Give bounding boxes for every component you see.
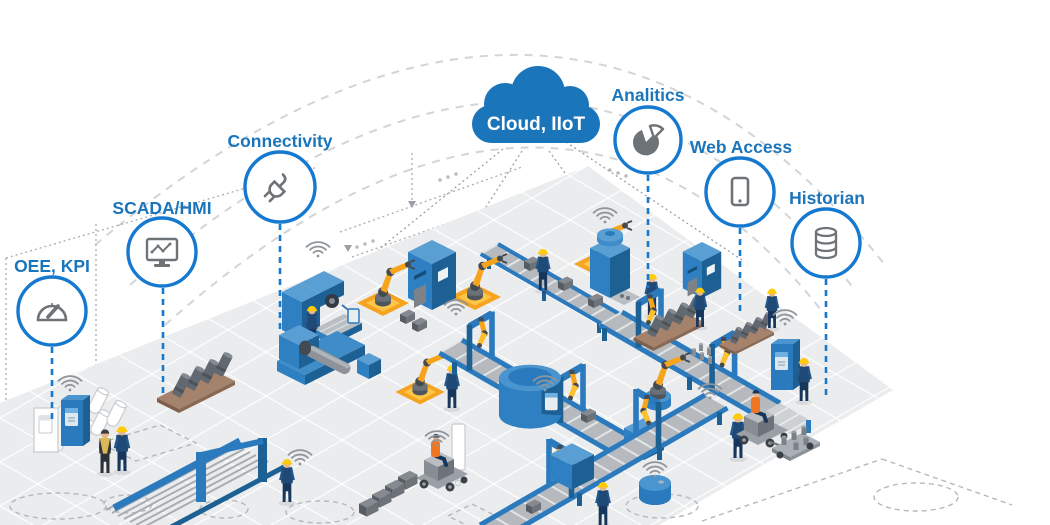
control-kiosk — [770, 338, 801, 391]
node-analytics: Analitics — [612, 85, 685, 175]
node-label: Connectivity — [227, 131, 332, 151]
gauge-icon — [36, 303, 68, 322]
inspection-station — [639, 475, 671, 505]
gantry-crane — [105, 437, 286, 525]
database-icon — [814, 226, 838, 260]
cloud: Cloud, IIoT — [472, 66, 600, 143]
machining-center — [408, 240, 456, 310]
smartphone-icon — [730, 176, 750, 207]
node-drop-links — [50, 175, 828, 424]
plug-icon — [263, 173, 287, 203]
node-historian: Historian — [789, 188, 865, 279]
monitor-chart-icon — [145, 237, 179, 267]
pie-chart-icon — [632, 124, 665, 156]
main-conveyor — [478, 389, 729, 525]
node-label: Historian — [789, 188, 865, 208]
node-label: Web Access — [690, 137, 792, 157]
guide-arrows — [344, 201, 416, 252]
small-parts — [692, 343, 712, 364]
orbit-arc — [94, 54, 886, 266]
wifi-icon — [305, 241, 331, 259]
control-kiosk — [60, 394, 91, 447]
node-label: OEE, KPI — [14, 256, 90, 276]
node-connectivity: Connectivity — [227, 131, 333, 224]
storage-tank — [498, 364, 562, 429]
node-scada-hmi: SCADA/HMI — [112, 198, 212, 288]
cloud-shape — [472, 66, 600, 143]
node-web-access: Web Access — [690, 137, 792, 228]
node-oee-kpi: OEE, KPI — [14, 256, 90, 347]
node-label: SCADA/HMI — [112, 198, 211, 218]
orbit-arc — [164, 146, 826, 326]
guide-dots — [355, 168, 628, 249]
planned-cabinet — [33, 403, 64, 453]
node-label: Analitics — [612, 85, 685, 105]
cloud-label: Cloud, IIoT — [487, 114, 586, 135]
